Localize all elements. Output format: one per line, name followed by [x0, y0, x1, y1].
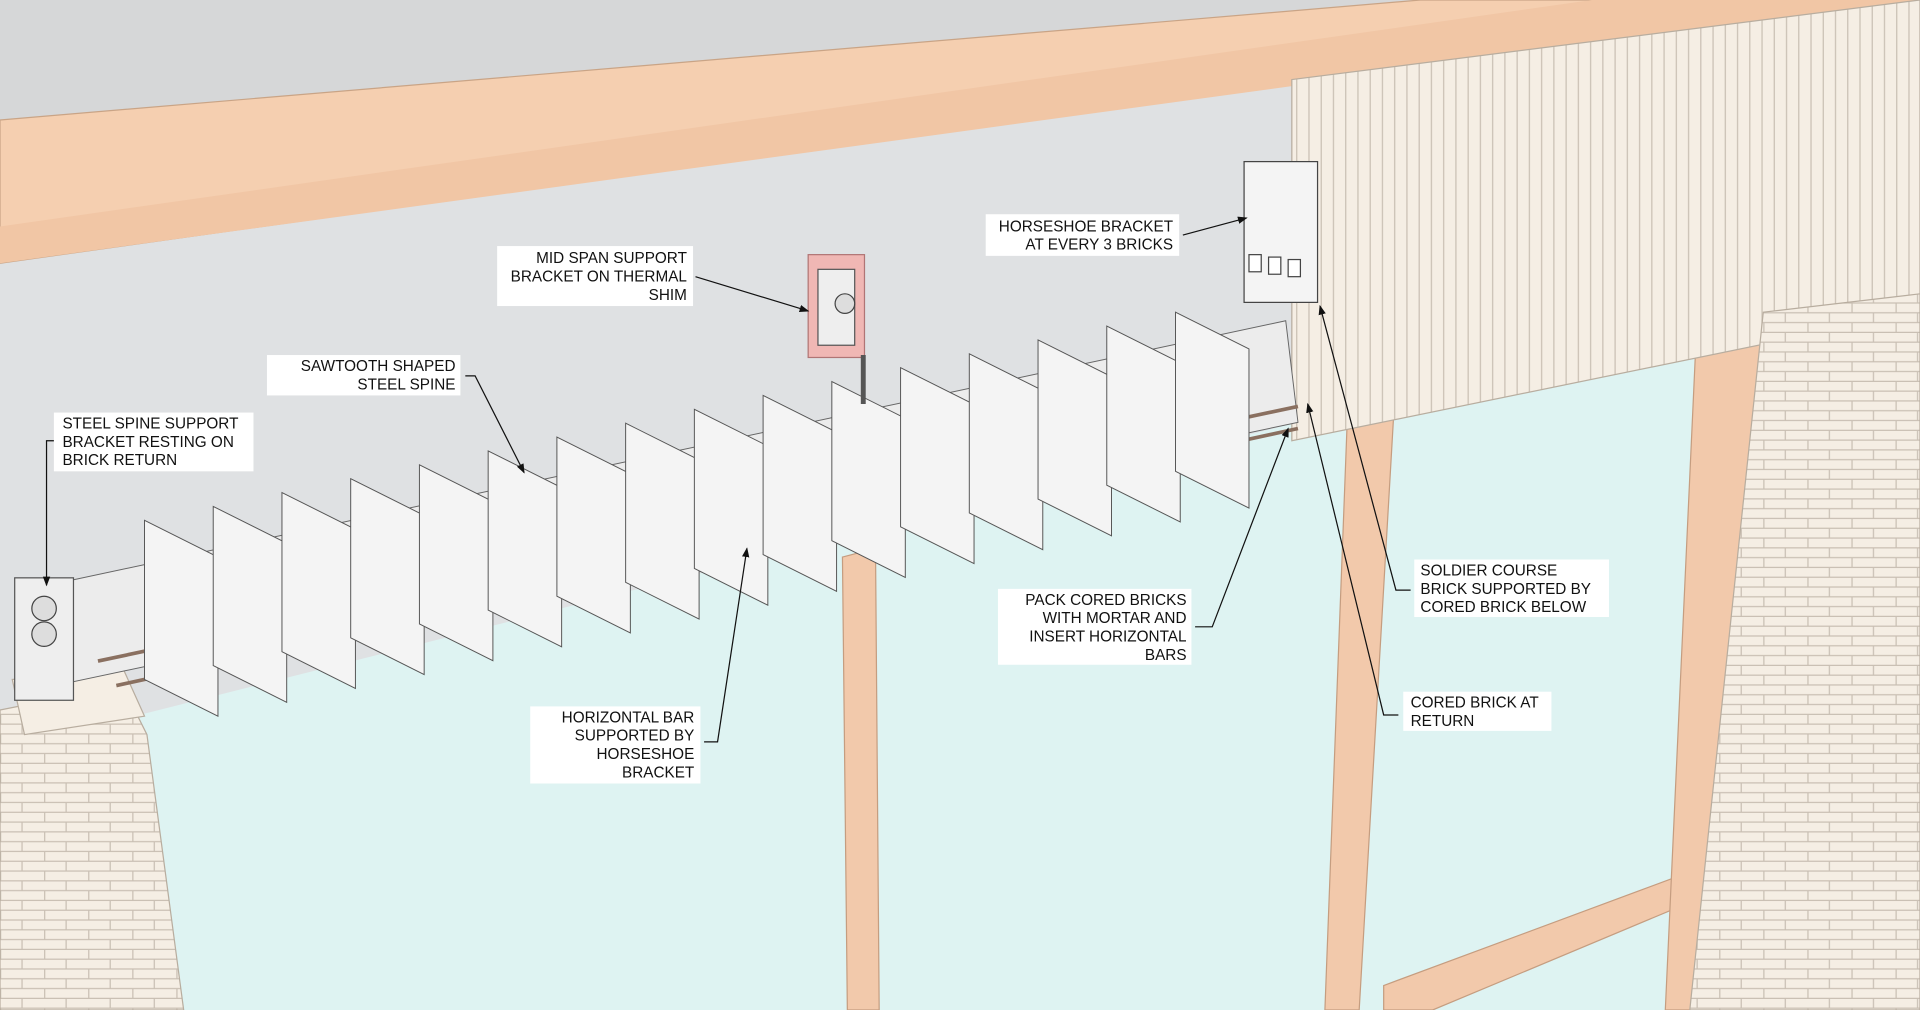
label-line: SAWTOOTH SHAPED [301, 358, 456, 375]
spine-fin [693, 408, 769, 606]
label-line: BRACKET ON THERMAL [511, 269, 687, 286]
spine-fin [900, 366, 975, 565]
spine-fin [212, 505, 288, 704]
label-line: CORED BRICK AT [1411, 695, 1539, 712]
callout-horizontal-bar: HORIZONTAL BAR SUPPORTED BY HORSESHOE BR… [530, 547, 750, 784]
spine-fin [281, 491, 356, 690]
concrete-beam [0, 0, 1920, 264]
label-line: STEEL SPINE SUPPORT [62, 415, 238, 432]
spine-fin [1037, 339, 1113, 537]
label-line: BRACKET [622, 764, 694, 781]
mullion [841, 547, 880, 1010]
callout-soldier: SOLDIER COURSE BRICK SUPPORTED BY CORED … [1318, 304, 1609, 618]
horseshoe-bracket [1243, 160, 1319, 303]
label-line: STEEL SPINE [357, 376, 455, 393]
spine-fin [144, 519, 219, 717]
label-line: INSERT HORIZONTAL [1029, 629, 1186, 646]
spine-fin [556, 436, 631, 634]
callout-sawtooth: SAWTOOTH SHAPED STEEL SPINE [266, 355, 525, 474]
spine-fin [831, 380, 906, 579]
label-line: SHIM [649, 287, 687, 304]
spine-fin [1175, 311, 1250, 509]
label-line: HORSESHOE [597, 746, 695, 763]
bolt-icon [31, 595, 57, 622]
label-line: PACK CORED BRICKS [1025, 592, 1186, 609]
label-line: HORIZONTAL BAR [562, 709, 695, 726]
spine-fin [1106, 325, 1181, 523]
label-line: BRICK RETURN [62, 452, 177, 469]
label-line: WITH MORTAR AND [1043, 610, 1187, 627]
callout-pack: PACK CORED BRICKS WITH MORTAR AND INSERT… [997, 427, 1289, 665]
label-line: RETURN [1411, 713, 1475, 730]
label-line: BRACKET RESTING ON [62, 434, 233, 451]
spine-fin [625, 422, 700, 620]
svg-text:BRACKET ON THERMAL: BRACKET ON THERMAL [511, 269, 687, 286]
label-line: BARS [1145, 647, 1187, 664]
label-line: SOLDIER COURSE [1420, 562, 1557, 579]
spine-fin [350, 477, 425, 676]
bolt-icon [834, 293, 856, 315]
spine-fin [762, 394, 838, 593]
label-line: AT EVERY 3 BRICKS [1025, 237, 1173, 254]
spine-fin [418, 464, 494, 662]
spine-fin [968, 353, 1044, 551]
label-line: CORED BRICK BELOW [1420, 599, 1586, 616]
label-line: SUPPORTED BY [575, 728, 695, 745]
label-line: BRICK SUPPORTED BY [1420, 581, 1591, 598]
label-line: MID SPAN SUPPORT [536, 250, 687, 267]
label-line: HORSESHOE BRACKET [999, 218, 1173, 235]
svg-text:MID SPAN SUPPORT: MID SPAN SUPPORT [536, 250, 687, 267]
spine-fin [487, 450, 563, 648]
callout-horseshoe: HORSESHOE BRACKET AT EVERY 3 BRICKS [985, 214, 1248, 256]
steel-spine-assembly [14, 160, 1319, 717]
callout-mid-span: MID SPAN SUPPORT BRACKET ON THERMAL SHIM [497, 246, 810, 312]
svg-text:SHIM: SHIM [649, 287, 687, 304]
callout-spine-support: STEEL SPINE SUPPORT BRACKET RESTING ON B… [42, 412, 254, 587]
brick-pier-right [1689, 293, 1920, 1010]
bolt-icon [31, 621, 57, 648]
callout-cored: CORED BRICK AT RETURN [1306, 402, 1552, 731]
